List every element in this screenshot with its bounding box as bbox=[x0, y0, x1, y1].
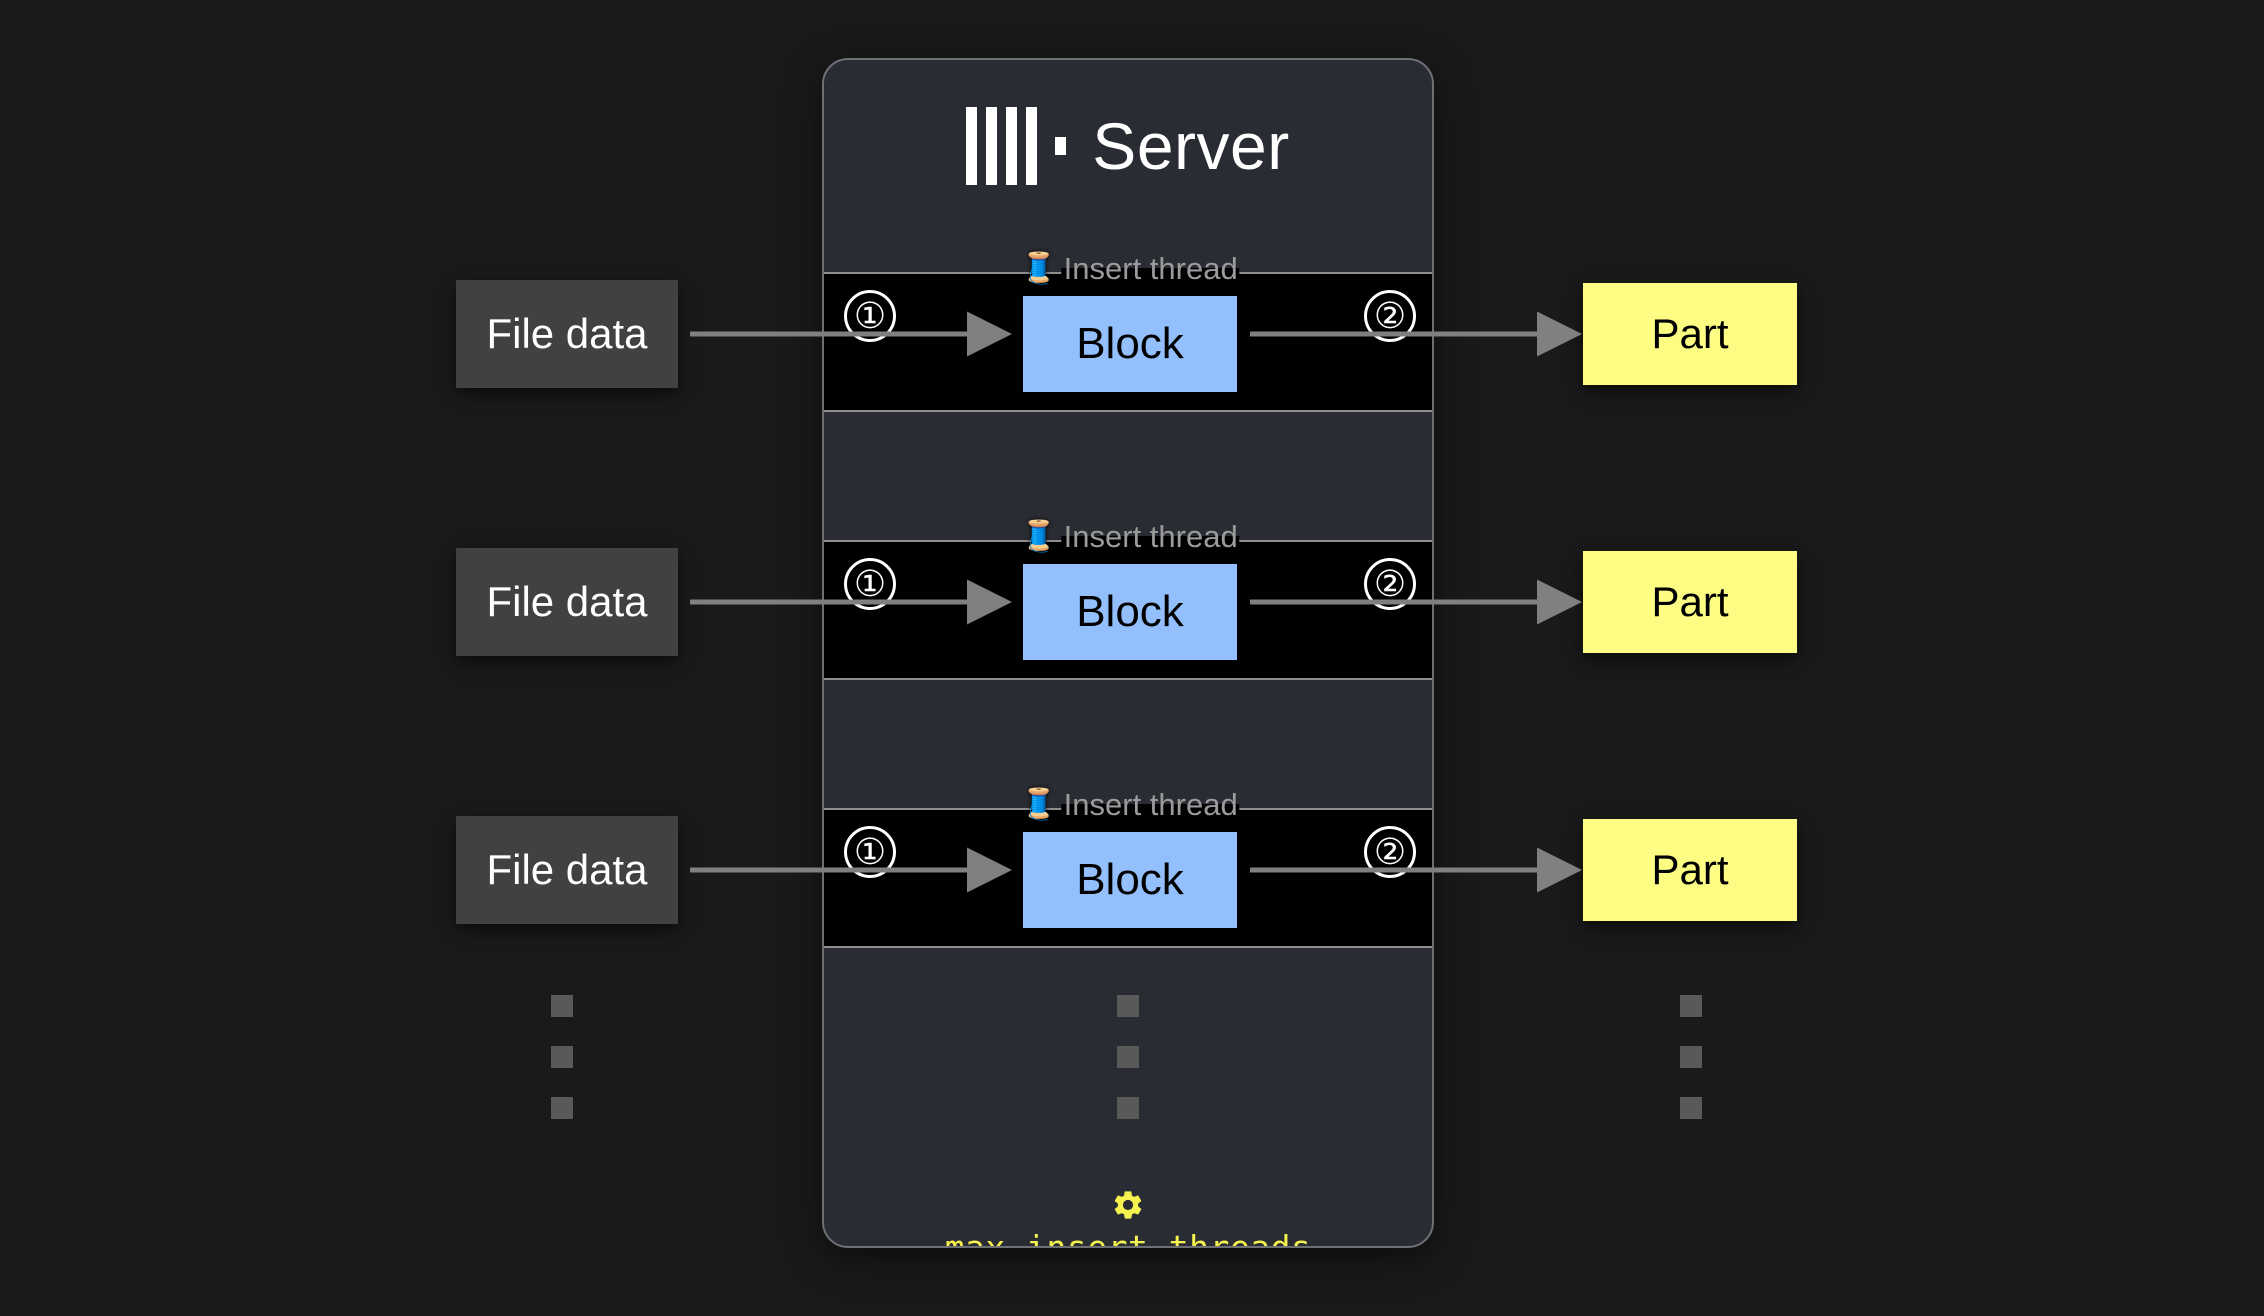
thread-spool-icon: 🧵 bbox=[1020, 787, 1058, 821]
step-badge-in: ① bbox=[844, 826, 896, 878]
part-box: Part bbox=[1583, 819, 1797, 921]
ellipsis-dot bbox=[551, 1046, 573, 1068]
setting-name: max_insert_threads bbox=[944, 1228, 1312, 1248]
ellipsis-dot bbox=[1680, 1097, 1702, 1119]
step-badge-out: ② bbox=[1364, 290, 1416, 342]
clickhouse-logo-icon bbox=[966, 107, 1067, 185]
setting-group: max_insert_threads bbox=[824, 1188, 1432, 1248]
step-badge-in: ① bbox=[844, 558, 896, 610]
logo-dot bbox=[1055, 137, 1067, 155]
insert-thread-band: 🧵 Insert thread ① Block ② bbox=[824, 521, 1432, 680]
part-box: Part bbox=[1583, 283, 1797, 385]
ellipsis-dot bbox=[1117, 995, 1139, 1017]
server-card: Server 🧵 Insert thread ① Block ② 🧵 Inser… bbox=[822, 58, 1434, 1248]
vertical-ellipsis-icon-right bbox=[1680, 995, 1702, 1119]
insert-thread-label: Insert thread bbox=[1061, 251, 1240, 286]
file-data-box: File data bbox=[456, 280, 678, 388]
ellipsis-dot bbox=[551, 995, 573, 1017]
vertical-ellipsis-icon-left bbox=[551, 995, 573, 1119]
vertical-ellipsis-icon-center bbox=[1117, 995, 1139, 1119]
block-box: Block bbox=[1023, 832, 1237, 928]
logo-bar-2 bbox=[986, 107, 998, 185]
insert-thread-label-group: 🧵 Insert thread bbox=[1020, 787, 1240, 822]
block-box: Block bbox=[1023, 564, 1237, 660]
insert-thread-label: Insert thread bbox=[1061, 787, 1240, 822]
logo-bar-4 bbox=[1026, 107, 1038, 185]
file-data-box: File data bbox=[456, 816, 678, 924]
part-box: Part bbox=[1583, 551, 1797, 653]
file-data-box: File data bbox=[456, 548, 678, 656]
thread-spool-icon: 🧵 bbox=[1020, 519, 1058, 553]
insert-thread-band: 🧵 Insert thread ① Block ② bbox=[824, 253, 1432, 412]
ellipsis-dot bbox=[551, 1097, 573, 1119]
step-badge-in: ① bbox=[844, 290, 896, 342]
step-badge-out: ② bbox=[1364, 558, 1416, 610]
server-title: Server bbox=[1092, 109, 1290, 183]
ellipsis-dot bbox=[1117, 1046, 1139, 1068]
insert-thread-band: 🧵 Insert thread ① Block ② bbox=[824, 789, 1432, 948]
insert-thread-label-group: 🧵 Insert thread bbox=[1020, 251, 1240, 286]
insert-thread-label-group: 🧵 Insert thread bbox=[1020, 519, 1240, 554]
server-header: Server bbox=[824, 60, 1432, 232]
ellipsis-dot bbox=[1117, 1097, 1139, 1119]
ellipsis-dot bbox=[1680, 1046, 1702, 1068]
step-badge-out: ② bbox=[1364, 826, 1416, 878]
logo-bar-3 bbox=[1006, 107, 1018, 185]
block-box: Block bbox=[1023, 296, 1237, 392]
ellipsis-dot bbox=[1680, 995, 1702, 1017]
thread-spool-icon: 🧵 bbox=[1020, 251, 1058, 285]
insert-thread-label: Insert thread bbox=[1061, 519, 1240, 554]
logo-bar-1 bbox=[966, 107, 978, 185]
gear-icon bbox=[1114, 1191, 1142, 1219]
